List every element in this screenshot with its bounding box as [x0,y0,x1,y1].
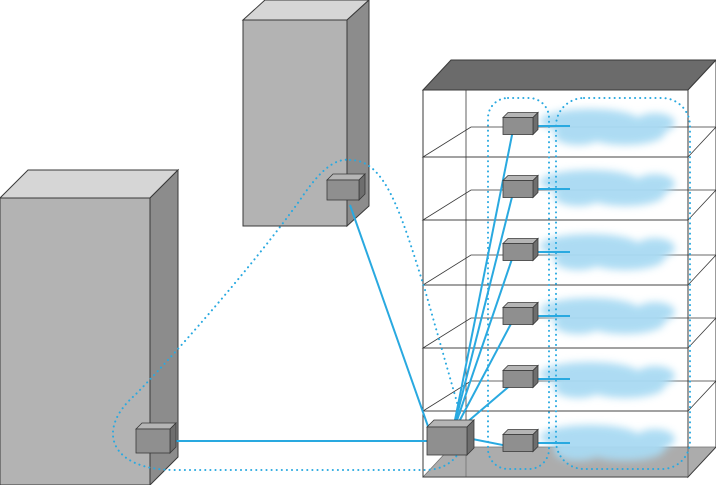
floor-switch [503,239,538,261]
tower-roof [423,60,716,90]
floor-switch [503,113,538,135]
floor-switch [503,176,538,198]
floor-switch [503,430,538,452]
building-left-front [0,198,150,485]
tower-side [688,60,716,477]
building-left-roof [0,170,178,198]
link-center-to-core [350,205,430,432]
floor-switch [503,366,538,388]
core-switch [427,420,474,455]
floor-switch [503,303,538,325]
left-building-device [136,423,176,453]
center-building-device [327,174,365,200]
